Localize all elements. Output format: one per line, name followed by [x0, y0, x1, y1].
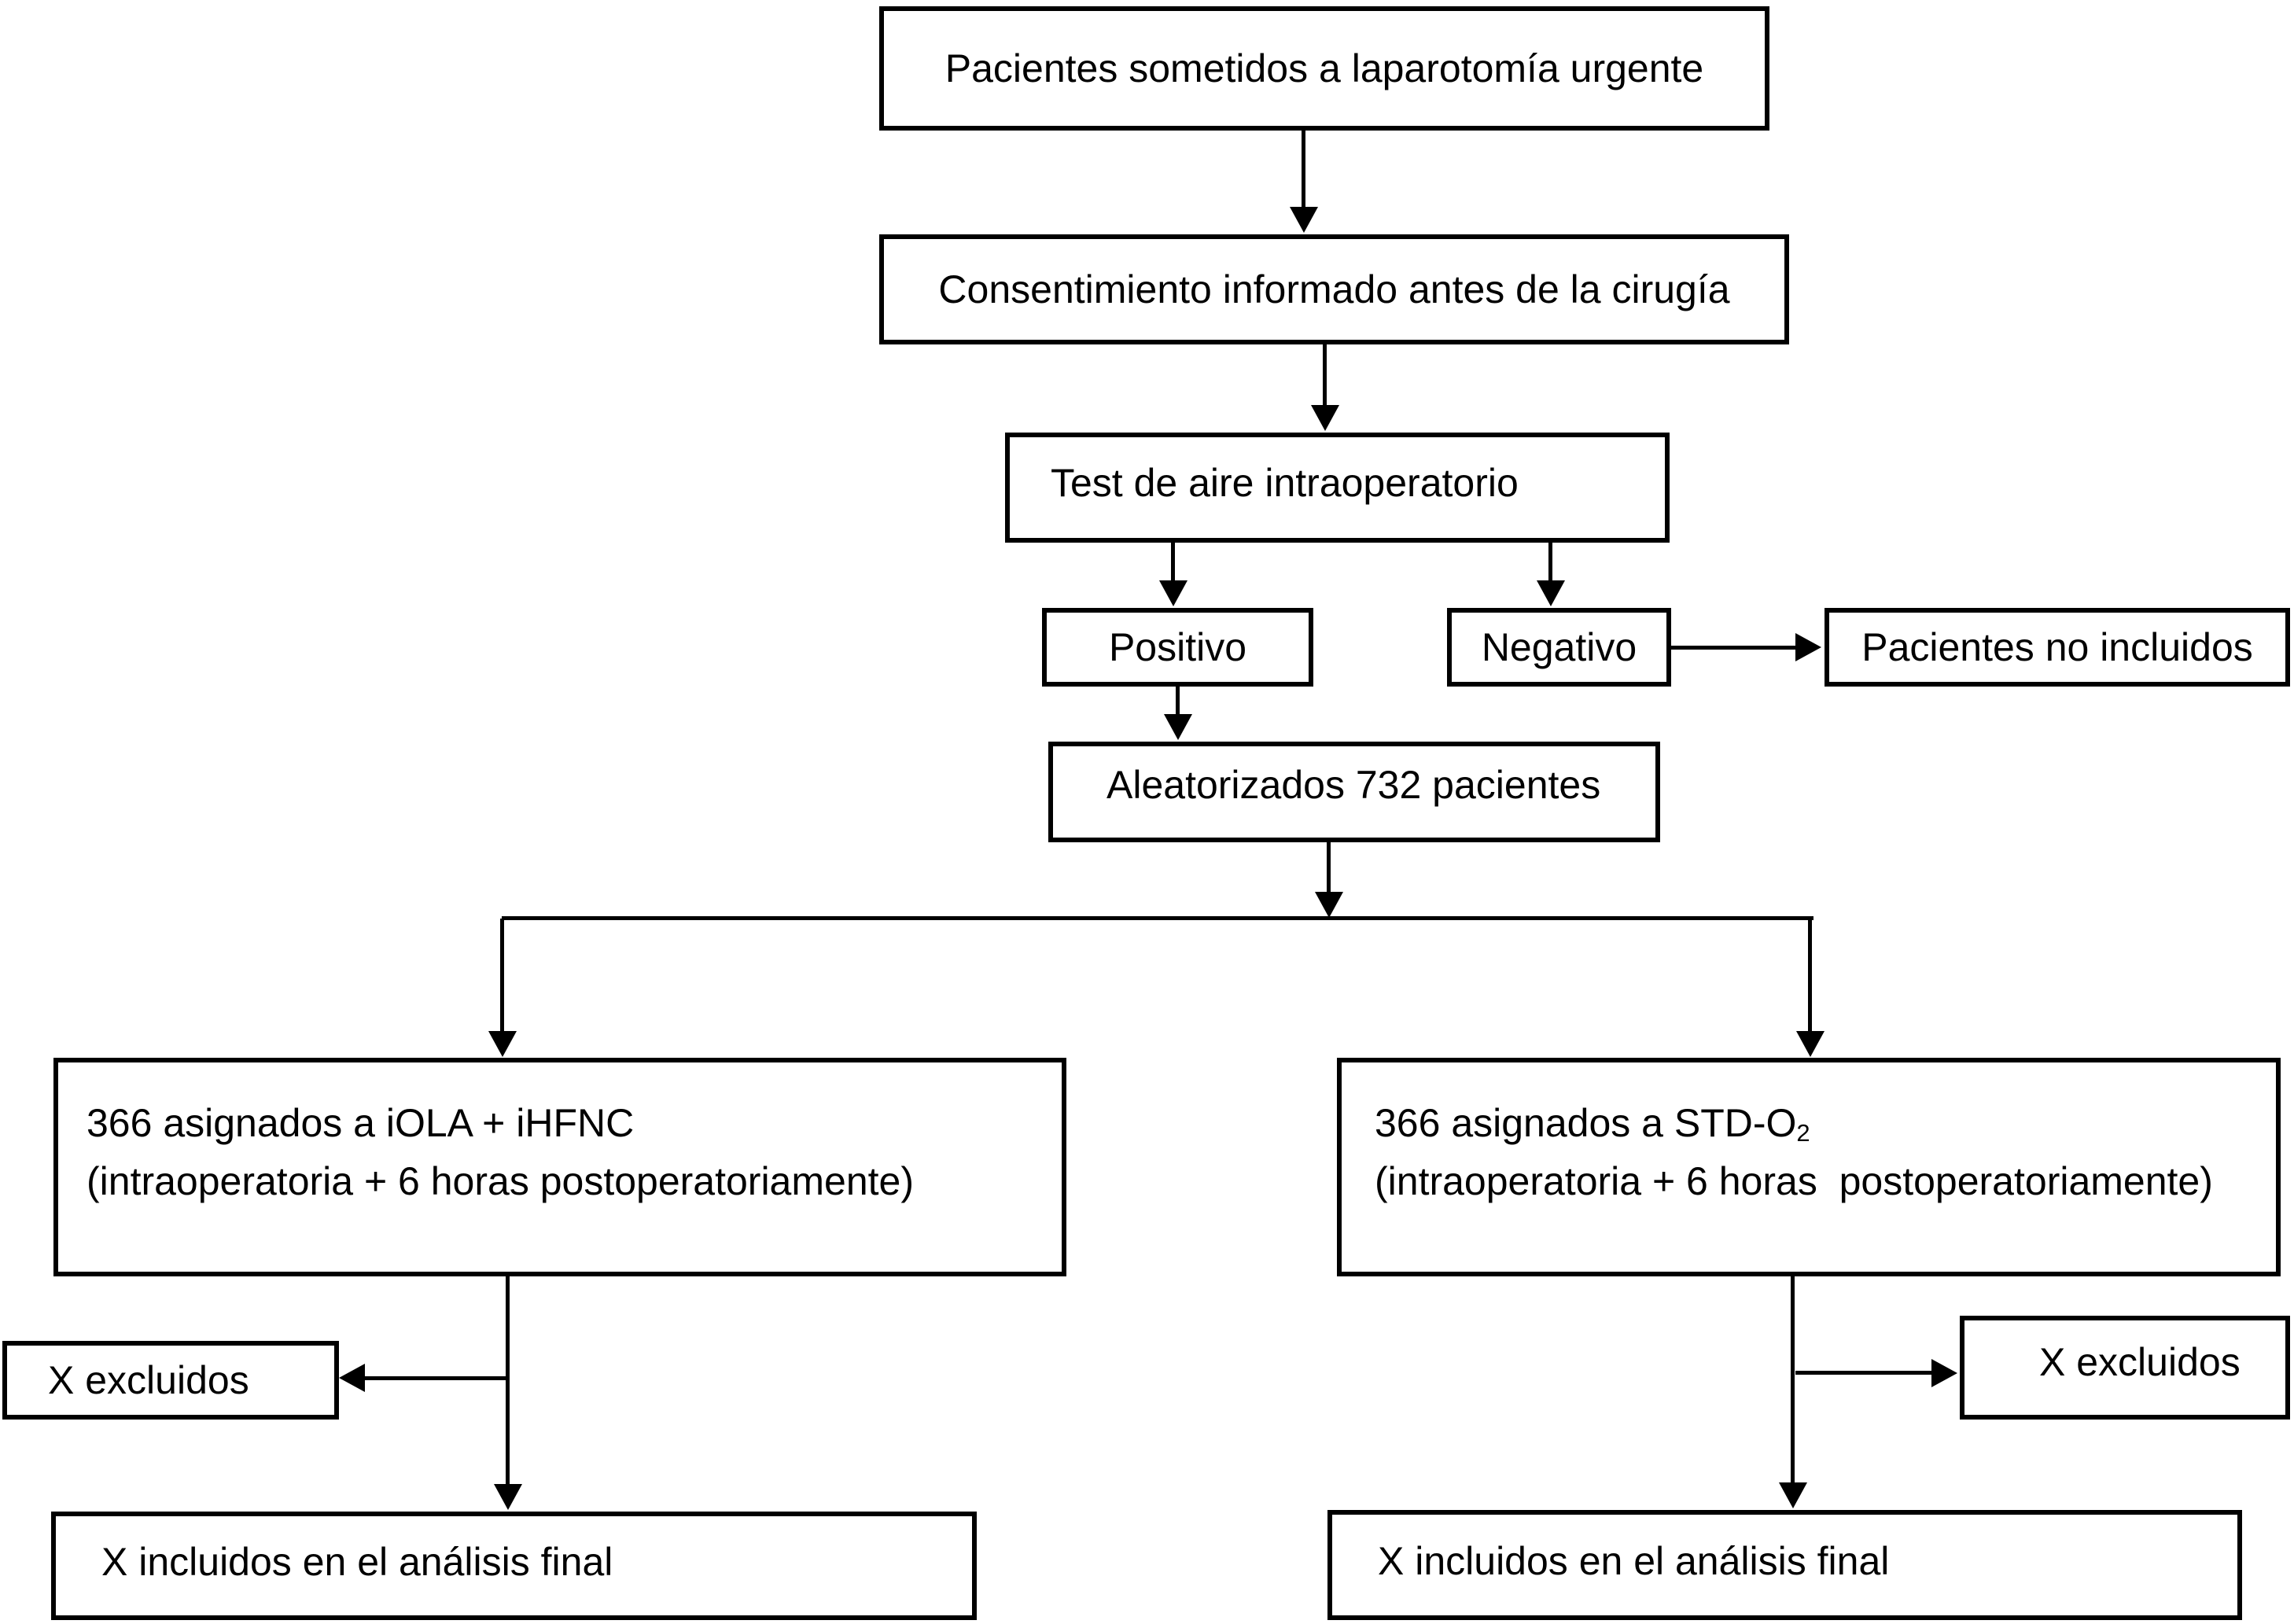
node-final-left: X incluidos en el análisis final [51, 1512, 977, 1620]
node-arm-std-line1: 366 asignados a STD-O2 [1375, 1101, 1810, 1147]
arrowhead-down-icon [1159, 580, 1188, 606]
arrowhead-left-icon [339, 1364, 365, 1392]
node-positive: Positivo [1042, 608, 1313, 687]
node-randomized: Aleatorizados 732 pacientes [1048, 742, 1660, 842]
connector-armleft-excludedleft [363, 1376, 508, 1380]
node-final-right-label: X incluidos en el análisis final [1378, 1539, 1890, 1583]
connector-airtest-positive [1171, 543, 1175, 582]
node-patients: Pacientes sometidos a laparotomía urgent… [879, 6, 1769, 131]
node-air-test-label: Test de aire intraoperatorio [1051, 461, 1519, 505]
arrowhead-down-icon [1311, 405, 1339, 431]
node-final-left-label: X incluidos en el análisis final [101, 1540, 613, 1584]
connector-airtest-negative [1548, 543, 1552, 582]
node-excluded-right: X excluidos [1960, 1316, 2290, 1420]
arrowhead-down-icon [1796, 1031, 1825, 1057]
node-not-included: Pacientes no incluidos [1825, 608, 2290, 687]
node-arm-std: 366 asignados a STD-O2 (intraoperatoria … [1337, 1058, 2281, 1276]
node-arm-iola-line1: 366 asignados a iOLA + iHFNC [87, 1101, 635, 1145]
node-positive-label: Positivo [1108, 625, 1247, 669]
connector-armleft-finalleft [506, 1276, 510, 1486]
subscript-2: 2 [1796, 1118, 1810, 1147]
connector-consent-airtest [1323, 344, 1327, 407]
node-excluded-right-label: X excluidos [2039, 1340, 2241, 1384]
node-excluded-left: X excluidos [2, 1341, 339, 1420]
connector-rail-armright [1808, 919, 1812, 1033]
arrowhead-right-icon [1795, 633, 1821, 661]
arrowhead-down-icon [1164, 714, 1192, 740]
connector-rail-armleft [500, 919, 504, 1033]
arrowhead-down-icon [1537, 580, 1565, 606]
node-final-right: X incluidos en el análisis final [1327, 1510, 2242, 1620]
node-arm-std-line2: (intraoperatoria + 6 horas postoperatori… [1375, 1159, 2213, 1203]
arrowhead-down-icon [1290, 207, 1318, 233]
node-patients-label: Pacientes sometidos a laparotomía urgent… [944, 46, 1704, 90]
connector-randomized-rail [1327, 841, 1331, 893]
node-consent: Consentimiento informado antes de la cir… [879, 234, 1789, 344]
node-excluded-left-label: X excluidos [48, 1358, 249, 1402]
node-air-test: Test de aire intraoperatorio [1005, 433, 1670, 543]
node-arm-iola: 366 asignados a iOLA + iHFNC (intraopera… [53, 1058, 1066, 1276]
connector-armright-excludedright [1795, 1371, 1933, 1375]
arrowhead-down-icon [488, 1031, 517, 1057]
node-not-included-label: Pacientes no incluidos [1861, 625, 2253, 669]
arrowhead-down-icon [494, 1484, 522, 1510]
connector-patients-consent [1302, 128, 1305, 208]
node-randomized-label: Aleatorizados 732 pacientes [1106, 763, 1601, 807]
connector-armright-finalright [1791, 1276, 1795, 1484]
node-arm-iola-line2: (intraoperatoria + 6 horas postoperatori… [87, 1159, 914, 1203]
connector-negative-notincluded [1671, 646, 1797, 650]
node-consent-label: Consentimiento informado antes de la cir… [938, 267, 1730, 311]
split-rail [502, 916, 1813, 920]
arrowhead-right-icon [1931, 1359, 1957, 1387]
connector-positive-randomized [1176, 687, 1180, 716]
arrowhead-down-icon [1779, 1482, 1807, 1508]
node-negative: Negativo [1447, 608, 1671, 687]
arrowhead-down-icon [1315, 892, 1343, 918]
node-negative-label: Negativo [1481, 625, 1637, 669]
